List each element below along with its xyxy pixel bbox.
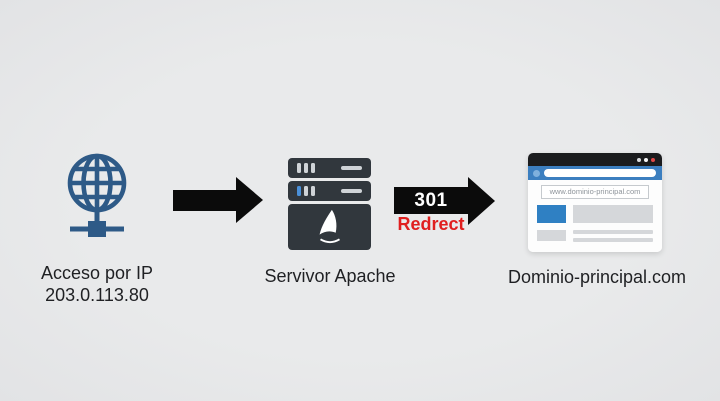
arrow-301-head	[468, 177, 495, 225]
content-thumb-placeholder	[537, 230, 566, 241]
content-block-placeholder	[573, 205, 653, 223]
client-label-line1: Acceso por IP	[40, 263, 154, 283]
server-rack-unit-1	[288, 158, 371, 178]
text-line-placeholder	[573, 238, 653, 242]
content-image-placeholder	[537, 205, 566, 223]
window-close-dot-icon	[651, 157, 655, 162]
window-dot-icon	[637, 157, 641, 162]
apache-server-icon	[288, 158, 371, 250]
arrow-client-to-server-head	[236, 177, 263, 223]
browser-label: Dominio-principal.com	[507, 267, 687, 287]
browser-address-bar	[528, 166, 662, 180]
client-ip-address: 203.0.113.80	[45, 285, 149, 305]
window-dot-icon	[644, 157, 648, 162]
browser-window-dots	[637, 157, 655, 162]
arrow-301-shaft: 301	[394, 187, 468, 214]
page-url-text: www.dominio-principal.com	[541, 185, 649, 199]
redirect-label: Redrect	[397, 214, 465, 234]
server-leds-1	[297, 163, 315, 173]
client-label: Acceso por IP 203.0.113.80	[22, 262, 172, 306]
server-slot-1	[341, 166, 362, 170]
content-text-lines	[573, 230, 653, 242]
server-leds-2	[297, 186, 315, 196]
text-line-placeholder	[573, 230, 653, 234]
browser-nav-button-icon	[533, 169, 540, 177]
server-rack-unit-3	[288, 204, 371, 250]
page-content	[528, 205, 662, 242]
arrow-client-to-server-shaft	[173, 190, 236, 211]
apache-feather-icon	[319, 209, 340, 244]
browser-page-body: www.dominio-principal.com	[528, 180, 662, 252]
server-slot-2	[341, 189, 362, 193]
globe-network-icon	[67, 153, 127, 237]
browser-window-icon: www.dominio-principal.com	[528, 153, 662, 252]
server-rack-unit-2	[288, 181, 371, 201]
browser-titlebar	[528, 153, 662, 166]
server-label: Servivor Apache	[264, 266, 396, 286]
http-301-code: 301	[414, 189, 448, 211]
browser-url-pill	[544, 169, 656, 177]
